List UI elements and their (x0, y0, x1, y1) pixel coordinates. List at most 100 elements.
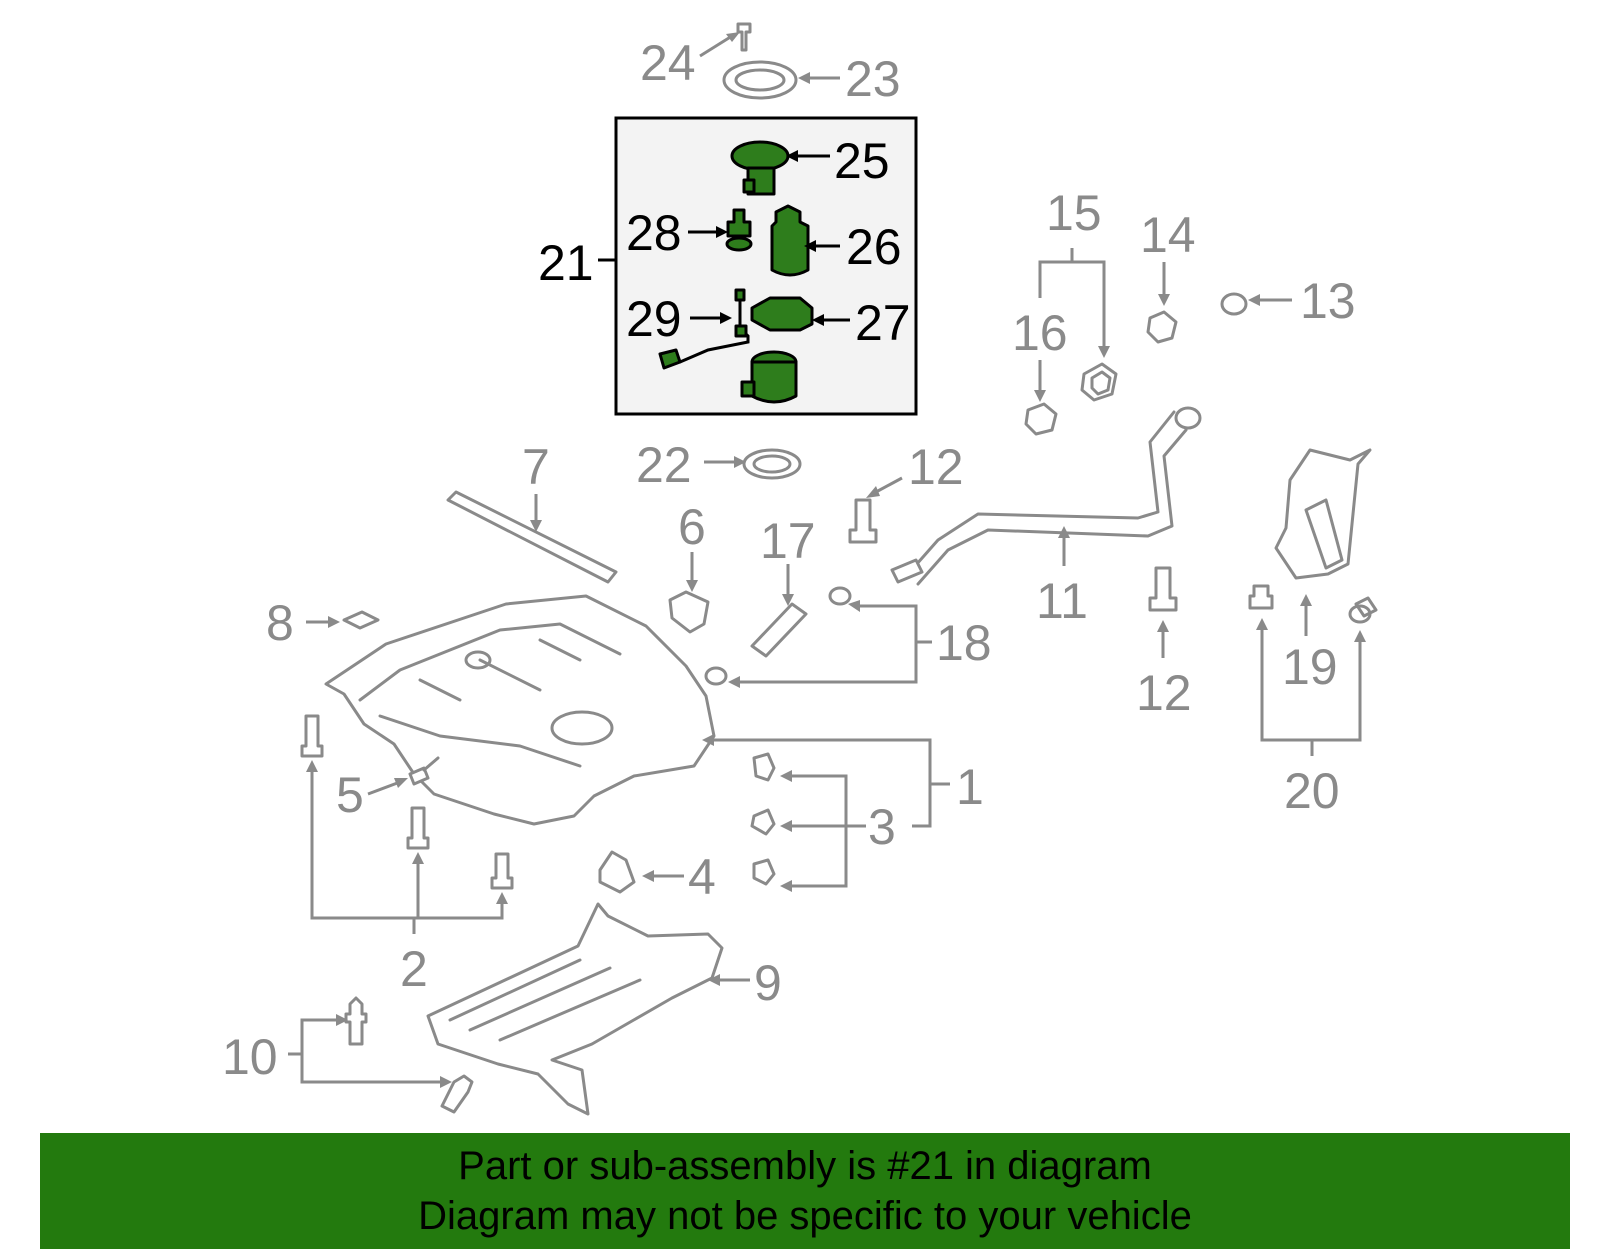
leader-16 (1034, 360, 1046, 402)
callout-12-upper: 12 (908, 439, 964, 495)
part-3-bracket-a[interactable] (752, 752, 776, 782)
part-6-bracket[interactable] (668, 590, 710, 634)
leader-19 (1300, 594, 1312, 636)
part-25-pump-flange[interactable] (730, 140, 790, 196)
callout-2: 2 (400, 941, 428, 997)
leader-3 (780, 770, 866, 892)
callout-29: 29 (626, 291, 682, 347)
callout-16: 16 (1012, 305, 1068, 361)
info-banner: Part or sub-assembly is #21 in diagram D… (40, 1133, 1570, 1249)
part-2-bolt-c[interactable] (490, 852, 514, 890)
part-23-gasket[interactable] (722, 60, 798, 100)
leader-20 (1256, 618, 1366, 756)
callout-3: 3 (868, 799, 896, 855)
callout-18: 18 (936, 615, 992, 671)
part-10-clip-upper[interactable] (344, 996, 368, 1046)
leader-10 (288, 1014, 452, 1088)
leader-7 (530, 494, 542, 532)
banner-line-2: Diagram may not be specific to your vehi… (418, 1194, 1192, 1238)
callout-14: 14 (1140, 207, 1196, 263)
callout-4: 4 (688, 849, 716, 905)
banner-line-1: Part or sub-assembly is #21 in diagram (458, 1144, 1152, 1188)
leader-9 (708, 974, 750, 986)
part-2-bolt-b[interactable] (406, 806, 430, 850)
leader-22 (704, 456, 746, 468)
part-27-filter[interactable] (750, 296, 814, 332)
callout-12-lower: 12 (1136, 665, 1192, 721)
leader-27 (812, 314, 850, 326)
callout-11: 11 (1036, 573, 1088, 629)
part-18-clamp-lower[interactable] (704, 666, 728, 686)
part-3-bracket-c[interactable] (752, 858, 776, 886)
leader-17 (782, 564, 794, 606)
leader-1 (702, 734, 950, 828)
leader-15 (1038, 248, 1110, 358)
callout-7: 7 (522, 439, 550, 495)
callout-23: 23 (845, 51, 901, 107)
part-26-pump-motor[interactable] (770, 204, 810, 277)
part-11-filler-pipe[interactable] (890, 406, 1202, 586)
leader-2 (306, 760, 508, 934)
callout-28: 28 (626, 205, 682, 261)
leader-8 (306, 616, 340, 628)
callout-10: 10 (222, 1029, 278, 1085)
part-19-shield[interactable] (1274, 448, 1372, 580)
leader-23 (798, 72, 840, 84)
callout-25: 25 (834, 133, 890, 189)
part-17-hose[interactable] (750, 602, 808, 658)
part-2-bolt-a[interactable] (300, 714, 324, 758)
part-12-bolt-lower[interactable] (1148, 566, 1178, 612)
part-8-pad[interactable] (342, 610, 380, 630)
callout-22: 22 (636, 437, 692, 493)
leader-24 (699, 32, 740, 58)
leader-18 (728, 600, 932, 688)
leader-14 (1158, 262, 1170, 306)
callout-6: 6 (678, 499, 706, 555)
callout-19: 19 (1282, 639, 1338, 695)
part-21-reservoir[interactable] (740, 350, 798, 404)
leader-29 (690, 312, 732, 324)
callout-21: 21 (538, 235, 594, 291)
part-29-sender[interactable] (658, 288, 750, 370)
callout-5: 5 (336, 767, 364, 823)
leader-12-lower (1157, 620, 1169, 658)
part-14-cap[interactable] (1146, 310, 1178, 344)
leader-4 (642, 870, 684, 882)
part-3-bracket-b[interactable] (750, 808, 776, 836)
leader-13 (1248, 294, 1292, 306)
part-18-clamp-upper[interactable] (828, 586, 852, 606)
leader-5 (367, 778, 408, 796)
part-20-bolt-left[interactable] (1248, 584, 1274, 610)
callout-15: 15 (1046, 185, 1102, 241)
leader-6 (686, 552, 698, 592)
part-15-seal[interactable] (1080, 362, 1118, 402)
callout-20: 20 (1284, 763, 1340, 819)
part-12-bolt-upper[interactable] (848, 498, 878, 544)
part-24-bolt[interactable] (736, 22, 752, 52)
part-5-bolt[interactable] (408, 756, 440, 786)
callout-24: 24 (640, 35, 696, 91)
callout-27: 27 (855, 295, 911, 351)
callout-1: 1 (956, 759, 984, 815)
part-22-gasket[interactable] (742, 448, 802, 480)
part-16-cap[interactable] (1024, 402, 1058, 436)
parts-diagram: 24 23 21 25 28 26 (222, 22, 1378, 1116)
part-4-bracket[interactable] (598, 850, 636, 894)
leader-25 (786, 150, 830, 162)
callout-8: 8 (266, 595, 294, 651)
leader-26 (804, 240, 840, 252)
part-1-fuel-tank[interactable] (324, 594, 716, 826)
part-13-clip[interactable] (1220, 292, 1248, 316)
callout-13: 13 (1300, 273, 1356, 329)
leader-12-upper (866, 476, 903, 498)
leader-11 (1058, 526, 1070, 566)
callout-17: 17 (760, 513, 816, 569)
callout-9: 9 (754, 955, 782, 1011)
leader-28 (688, 226, 728, 238)
part-7-strip[interactable] (446, 490, 618, 584)
part-10-clip-lower[interactable] (440, 1074, 474, 1114)
callout-26: 26 (846, 219, 902, 275)
part-20-bolt-right[interactable] (1348, 596, 1378, 624)
part-28-regulator[interactable] (725, 208, 753, 252)
part-9-shield[interactable] (426, 902, 724, 1116)
